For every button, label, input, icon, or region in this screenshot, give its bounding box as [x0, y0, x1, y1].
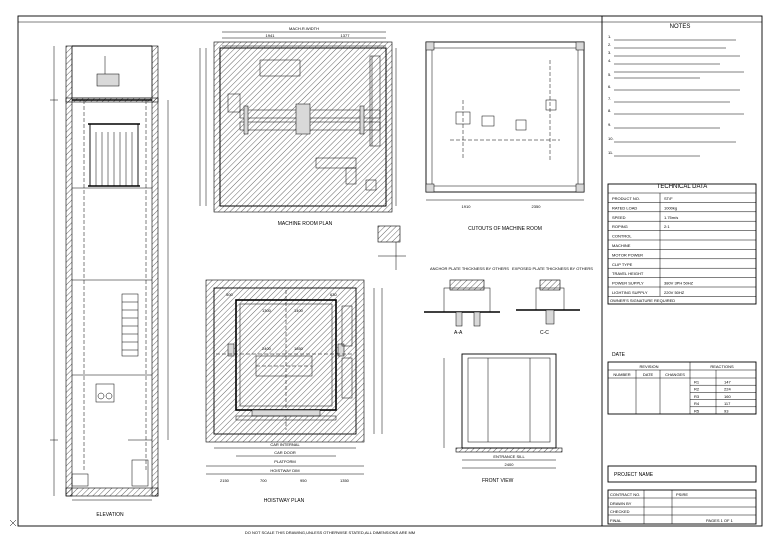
- cutouts-title: CUTOUTS OF MACHINE ROOM: [468, 226, 542, 232]
- revision-table: DATE REVISION REACTIONS NUMBER DATE CHAN…: [607, 352, 757, 415]
- mr-right-dim: 1377: [341, 33, 351, 38]
- reaction-key: R2: [694, 387, 700, 392]
- notes-panel: NOTES 1. 2. 3. 4. 5. 6. 7. 8. 9. 10. 11.: [601, 16, 744, 526]
- reaction-key: R3: [694, 394, 700, 399]
- technical-data-label: SPEED: [612, 215, 626, 220]
- mr-left-dim: 1941: [266, 33, 276, 38]
- title-checked: CHECKED: [610, 509, 630, 514]
- hoistway-car-door: CAR DOOR: [274, 450, 296, 455]
- drawing-border: [17, 15, 763, 527]
- note-9: 9.: [608, 122, 611, 127]
- hoistway-dim-6: 700: [260, 478, 267, 483]
- technical-data-label: MOTOR POWER: [612, 252, 643, 257]
- hoistway-platform: PLATFORM: [274, 459, 295, 464]
- cutouts-dim-left: 1910: [462, 204, 472, 209]
- technical-data-label: POWER SUPPLY: [612, 281, 644, 286]
- revision-heading: REVISION: [639, 364, 658, 369]
- notes-heading: NOTES: [670, 24, 691, 30]
- technical-data-value: ST/F: [664, 196, 673, 201]
- revision-col-date: DATE: [643, 372, 654, 377]
- note-5: 5.: [608, 72, 611, 77]
- reaction-value: 147: [724, 380, 731, 385]
- cutouts-dim-right: 2350: [532, 204, 542, 209]
- mr-width-label: MACH.R.WIDTH: [289, 26, 319, 31]
- technical-data-footer: OWNER'S SIGNATURE REQUIRED: [610, 298, 675, 303]
- reaction-key: R5: [694, 408, 700, 413]
- technical-data-label: CLIP TYPE: [612, 262, 633, 267]
- technical-data-value: 1000kg: [664, 205, 677, 210]
- section-c-note: EXPOSED PLATE THICKNESS BY OTHERS: [512, 266, 593, 271]
- note-4: 4.: [608, 58, 611, 63]
- revision-date-label: DATE: [612, 352, 626, 358]
- reaction-value: 224: [724, 387, 731, 392]
- front-view-title: FRONT VIEW: [482, 478, 514, 484]
- front-view-dim: 2400: [505, 462, 515, 467]
- technical-data-label: ROPING: [612, 224, 628, 229]
- title-drawn: DRAWN BY: [610, 501, 632, 506]
- revision-col-number: NUMBER: [613, 372, 630, 377]
- title-contract: CONTRACT NO.: [610, 492, 640, 497]
- title-contract-value: PSIRE: [676, 492, 688, 497]
- reaction-key: R1: [694, 380, 700, 385]
- title-pages: PAGES 1 OF 1: [706, 518, 734, 523]
- elevation-title: ELEVATION: [96, 512, 124, 518]
- technical-data-label: MACHINE: [612, 243, 631, 248]
- technical-data-heading: TECHNICAL DATA: [657, 184, 708, 190]
- technical-data-label: CONTROL: [612, 234, 632, 239]
- hoistway-car-internal: CAR INTERNAL: [270, 442, 300, 447]
- reactions-heading: REACTIONS: [710, 364, 734, 369]
- hoistway-dim-4: 1850: [294, 346, 304, 351]
- machine-room-plan: MACH.R.WIDTH 1941 1377 MACHINE ROOM PLAN: [199, 26, 397, 227]
- section-a-note: ANCHOR PLATE THICKNESS BY OTHERS: [430, 266, 509, 271]
- section-a-label: A-A: [454, 330, 463, 336]
- section-c-label: C-C: [540, 330, 549, 336]
- title-final: FINAL: [610, 518, 622, 523]
- mr-plan-title: MACHINE ROOM PLAN: [278, 221, 333, 227]
- hoistway-dim-2: 1400: [294, 308, 304, 313]
- reaction-value: 117: [724, 401, 731, 406]
- technical-data-value: 2:1: [664, 224, 670, 229]
- note-2: 2.: [608, 42, 611, 47]
- section-details: ANCHOR PLATE THICKNESS BY OTHERS A-A EXP…: [377, 225, 593, 336]
- technical-data-value: 380V 3PH 50HZ: [664, 281, 694, 286]
- cutouts-view: 1910 2350 CUTOUTS OF MACHINE ROOM: [425, 41, 585, 232]
- title-block: PROJECT NAME CONTRACT NO. PSIRE DRAWN BY…: [607, 465, 757, 525]
- hoistway-dim-10: 630: [330, 292, 337, 297]
- hoistway-plan: CAR INTERNAL CAR DOOR PLATFORM HOISTWAY …: [205, 279, 383, 504]
- technical-data-table: TECHNICAL DATA PRODUCT NO. ST/F RATED LOAD…: [607, 183, 757, 305]
- reaction-value: 160: [724, 394, 731, 399]
- note-7: 7.: [608, 96, 611, 101]
- hoistway-dim-5: 2150: [220, 478, 230, 483]
- title-project: PROJECT NAME: [614, 472, 654, 478]
- note-6: 6.: [608, 84, 611, 89]
- note-10: 10.: [608, 136, 614, 141]
- hoistway-dim-1: 1300: [262, 308, 272, 313]
- technical-data-value: 220V 50HZ: [664, 290, 685, 295]
- note-11: 11.: [608, 150, 613, 155]
- hoistway-dim-7: 950: [300, 478, 307, 483]
- hoistway-dim-9: 500: [226, 292, 233, 297]
- elevation-view: ELEVATION: [50, 45, 169, 518]
- footer-note: DO NOT SCALE THIS DRAWING,UNLESS OTHERWI…: [245, 530, 415, 535]
- technical-data-label: TRAVEL HEIGHT: [612, 271, 644, 276]
- reaction-key: R4: [694, 401, 700, 406]
- note-3: 3.: [608, 50, 611, 55]
- revision-col-changes: CHANGES: [665, 372, 685, 377]
- front-view: ENTRANCE SILL 2400 FRONT VIEW: [443, 353, 563, 484]
- technical-data-label: PRODUCT NO.: [612, 196, 640, 201]
- reaction-value: 93: [724, 408, 729, 413]
- technical-data-label: RATED LOAD: [612, 205, 637, 210]
- hoistway-dim-8: 1350: [340, 478, 350, 483]
- note-8: 8.: [608, 108, 611, 113]
- hoistway-dim-label: HOISTWAY DIM: [270, 468, 299, 473]
- technical-data-value: 1.75m/s: [664, 215, 678, 220]
- note-1: 1.: [608, 34, 611, 39]
- technical-data-label: LIGHTING SUPPLY: [612, 290, 648, 295]
- hoistway-title: HOISTWAY PLAN: [264, 498, 305, 504]
- front-view-sill: ENTRANCE SILL: [493, 454, 525, 459]
- hoistway-dim-3: 2400: [262, 346, 272, 351]
